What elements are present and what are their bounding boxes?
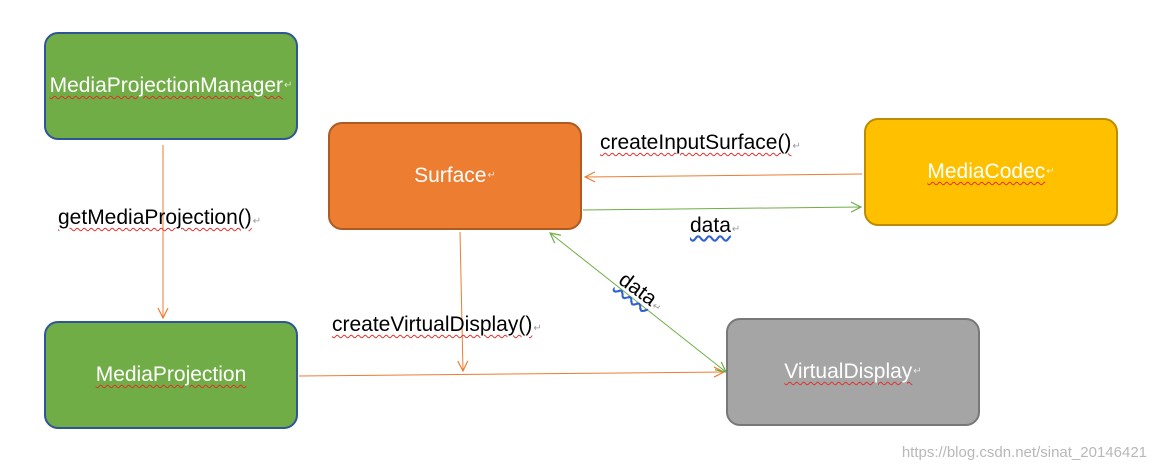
media-codec-label: MediaCodec xyxy=(927,160,1046,183)
paragraph-mark-icon: ↵ xyxy=(252,216,262,227)
data-surface-to-codec-label: data↵ xyxy=(690,214,740,238)
arrow-surface-to-virtualdisplay-call xyxy=(460,231,463,371)
media-projection-node: MediaProjection xyxy=(44,321,298,429)
data-surface-to-codec-text: data xyxy=(690,214,731,237)
create-virtual-display-text: createVirtualDisplay() xyxy=(332,313,533,336)
paragraph-mark-icon: ↵ xyxy=(792,141,801,152)
virtual-display-node: VirtualDisplay↵ xyxy=(726,318,980,426)
virtual-display-label: VirtualDisplay xyxy=(784,360,913,383)
surface-node: Surface↵ xyxy=(328,122,582,230)
paragraph-mark-icon: ↵ xyxy=(731,224,741,235)
paragraph-mark-icon: ↵ xyxy=(913,366,922,377)
arrow-display-surface-data xyxy=(550,233,726,372)
paragraph-mark-icon: ↵ xyxy=(284,80,293,91)
media-projection-manager-label: MediaProjectionManager xyxy=(49,74,284,97)
media-projection-label: MediaProjection xyxy=(95,363,247,386)
watermark: https://blog.csdn.net/sinat_20146421 xyxy=(901,444,1147,461)
create-virtual-display-label: createVirtualDisplay()↵ xyxy=(332,313,542,337)
arrow-surface-to-codec-data xyxy=(582,207,861,210)
get-media-projection-text: getMediaProjection() xyxy=(58,206,252,229)
paragraph-mark-icon: ↵ xyxy=(1046,166,1055,177)
get-media-projection-label: getMediaProjection()↵ xyxy=(58,206,261,230)
paragraph-mark-icon: ↵ xyxy=(487,170,496,181)
media-codec-node: MediaCodec↵ xyxy=(864,118,1118,226)
paragraph-mark-icon: ↵ xyxy=(533,323,542,334)
surface-label: Surface xyxy=(414,164,487,187)
arrow-projection-to-display xyxy=(298,372,724,376)
media-projection-manager-node: MediaProjectionManager↵ xyxy=(44,32,298,140)
arrow-codec-to-surface xyxy=(585,174,863,177)
create-input-surface-text: createInputSurface() xyxy=(600,131,792,154)
create-input-surface-label: createInputSurface()↵ xyxy=(600,131,801,155)
